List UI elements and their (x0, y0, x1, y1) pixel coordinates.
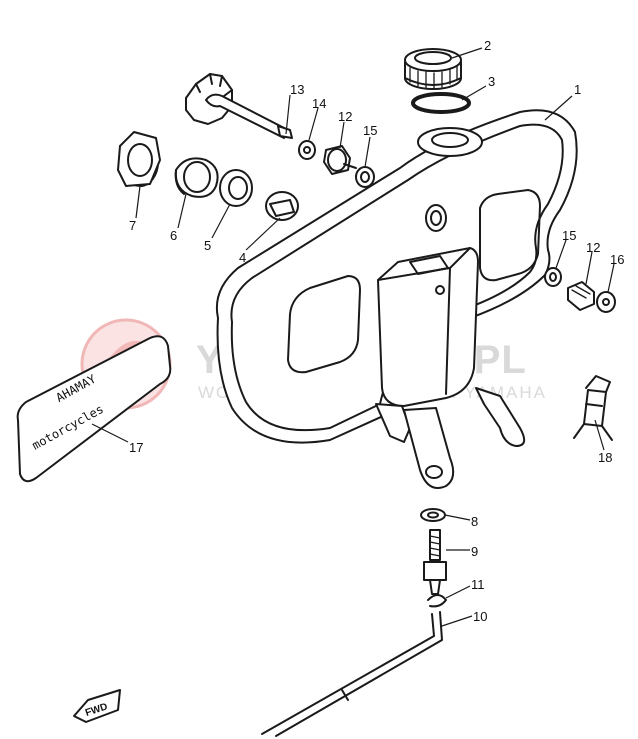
tank-cap[interactable] (404, 48, 462, 90)
callout-14: 14 (312, 96, 326, 111)
washer-cock[interactable] (420, 508, 446, 522)
callout-18: 18 (598, 450, 612, 465)
collar-upper[interactable] (355, 166, 375, 188)
knob[interactable] (185, 73, 293, 139)
nut[interactable] (117, 131, 161, 187)
washer-upper[interactable] (298, 140, 316, 160)
fuel-cock[interactable] (423, 529, 447, 595)
damper-right[interactable] (567, 281, 595, 311)
washer-right[interactable] (596, 291, 616, 313)
callout-12-upper: 12 (338, 109, 352, 124)
forward-arrow: FWD (73, 689, 121, 723)
callout-17: 17 (129, 440, 143, 455)
ring[interactable] (174, 157, 219, 198)
callout-10: 10 (473, 609, 487, 624)
callout-9: 9 (471, 544, 478, 559)
callout-13: 13 (290, 82, 304, 97)
holder[interactable] (265, 191, 299, 221)
callout-15-right: 15 (562, 228, 576, 243)
cap-gasket[interactable] (411, 92, 471, 114)
callout-12-right: 12 (586, 240, 600, 255)
callout-3: 3 (488, 74, 495, 89)
fuel-pipe[interactable] (261, 611, 443, 737)
callout-1: 1 (574, 82, 581, 97)
clip[interactable] (427, 594, 447, 608)
damper-upper[interactable] (323, 145, 357, 175)
callout-5: 5 (204, 238, 211, 253)
bracket[interactable] (573, 375, 613, 441)
callout-2: 2 (484, 38, 491, 53)
callout-6: 6 (170, 228, 177, 243)
leader-lines (91, 47, 615, 627)
fuel-tank[interactable] (216, 109, 578, 489)
callout-16: 16 (610, 252, 624, 267)
callout-4: 4 (239, 250, 246, 265)
callouts: 1 2 3 4 5 6 7 8 9 11 10 12 12 13 14 15 1… (129, 38, 624, 624)
callout-7: 7 (129, 218, 136, 233)
callout-15-upper: 15 (363, 123, 377, 138)
callout-11: 11 (471, 577, 485, 592)
callout-8: 8 (471, 514, 478, 529)
emblem[interactable]: AHAMAY motorcycles (15, 335, 172, 483)
gasket[interactable] (219, 169, 253, 207)
collar-right[interactable] (544, 267, 562, 287)
